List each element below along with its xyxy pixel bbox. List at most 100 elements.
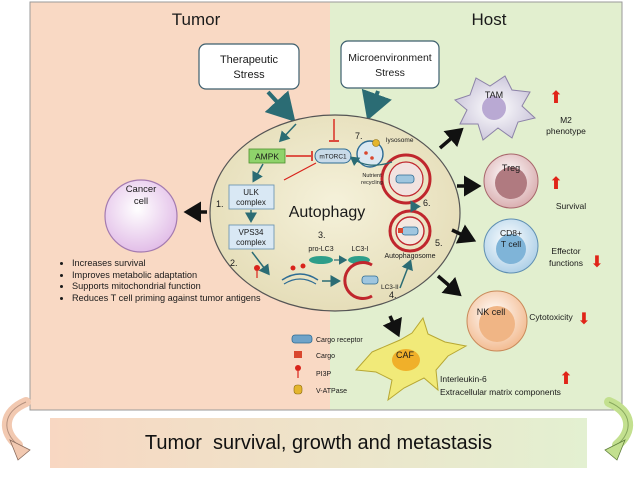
tam-label: TAM	[485, 90, 503, 100]
nk-label: NK cell	[477, 307, 506, 317]
autophagosome-label: Autophagosome	[385, 253, 436, 260]
left-curved-arrow-head	[9, 439, 31, 461]
tumor-label: Tumor	[172, 10, 221, 29]
ampk-box	[248, 148, 286, 164]
treg-nucleus	[495, 167, 527, 199]
right-curved-arrow-edge	[608, 401, 629, 446]
recycling-arrow	[349, 156, 393, 167]
lc3-1-label: LC3-I	[351, 246, 368, 253]
phagophore-membrane-inner	[283, 278, 317, 285]
step-7-label: 7.	[355, 131, 363, 141]
step-6-label: 6.	[423, 198, 431, 208]
left-curved-arrow	[1, 397, 31, 450]
tumor-effect-item: Reduces T cell priming against tumor ant…	[72, 293, 272, 305]
microenvironment-arrow	[361, 88, 392, 121]
autophagosome-cargo	[401, 226, 419, 236]
nutrient-recycling-label-2: recycling	[361, 180, 383, 186]
step-2-label: 2.	[230, 258, 238, 268]
therapeutic-stress-label-2: Stress	[233, 69, 265, 81]
outcome-band	[50, 418, 587, 468]
left-curved-arrow-edge	[6, 401, 27, 446]
vps34-complex-box	[228, 224, 275, 250]
ulk-label-2: complex	[236, 198, 266, 207]
step-4-label: 4.	[389, 290, 397, 300]
therapeutic-stress-box	[198, 43, 300, 90]
microenvironment-stress-label-2: Stress	[375, 67, 405, 79]
cancer-cell-label-2: cell	[134, 196, 148, 207]
microenvironment-stress-label-1: Microenvironment	[348, 52, 432, 64]
legend-v-atpase-icon	[293, 384, 303, 395]
vps34-to-phagophore-arrow	[251, 251, 270, 276]
legend-pi3p-icon	[295, 365, 301, 371]
phagophore-cup	[343, 261, 373, 300]
core-to-caf-arrow	[382, 315, 402, 338]
pro-lc3-label: pro-LC3	[308, 246, 333, 253]
tam-effect-2: phenotype	[546, 126, 586, 136]
treg-effect: Survival	[556, 201, 586, 211]
caf-nucleus	[392, 349, 420, 371]
autophagosome-to-autolysosome-arrow	[410, 200, 421, 213]
v-atpase-on-lysosome	[372, 139, 380, 147]
mtorc1-inhibit-line	[283, 162, 317, 181]
lysosome-label: lysosome	[386, 137, 414, 144]
vps34-label-2: complex	[236, 238, 266, 247]
right-curved-arrow-head	[604, 439, 626, 461]
cd8-nucleus	[496, 234, 526, 264]
nk-effect: Cytotoxicity	[529, 312, 573, 322]
treg-label: Treg	[502, 163, 520, 173]
stress-to-ampk-arrow	[278, 123, 297, 143]
right-curved-arrow	[604, 397, 634, 450]
host-label: Host	[472, 10, 507, 29]
lysosome	[356, 140, 384, 168]
mtorc1-box	[314, 148, 352, 164]
caf-effect-2: Extracellular matrix components	[440, 387, 561, 397]
mtorc1-label: mTORC1	[319, 154, 347, 161]
pro-lc3-shape	[309, 256, 333, 264]
ulk-label-1: ULK	[243, 188, 259, 197]
step-5-label: 5.	[435, 238, 443, 248]
therapeutic-stress-label-1: Therapeutic	[220, 54, 279, 66]
phagophore-membrane	[281, 273, 319, 281]
core-to-cd8-arrow	[451, 224, 477, 244]
step-3-label: 3.	[318, 230, 326, 240]
ampk-label: AMPK	[255, 152, 279, 162]
lc3-2-cargo	[361, 275, 379, 285]
outer-frame	[29, 1, 623, 411]
cancer-cell	[104, 179, 178, 253]
ulk-complex-box	[228, 184, 275, 210]
ampk-to-ulk-arrow	[252, 163, 264, 183]
cd8-label-2: T cell	[501, 239, 521, 249]
caf-up-arrow: ⬆	[559, 369, 573, 388]
tam-up-arrow: ⬆	[549, 88, 563, 107]
tumor-effects-list: Increases survival Improves metabolic ad…	[58, 258, 272, 304]
caf-label: CAF	[396, 350, 415, 360]
tam-nucleus	[482, 96, 506, 120]
phagophore-pi3p-2	[300, 263, 306, 269]
caf-effect-1: Interleukin-6	[440, 374, 487, 384]
legend-pi3p: PI3P	[316, 371, 332, 378]
outcome-label: Tumor survival, growth and metastasis	[144, 431, 493, 454]
legend-cargo-icon	[294, 351, 302, 358]
pi3p-head	[254, 265, 260, 271]
cd8-effect-1: Effector	[551, 246, 580, 256]
autolysosome-outer	[380, 153, 432, 205]
lc3-to-autophagosome-arrow	[399, 259, 413, 289]
legend-cargo-receptor: Cargo receptor	[316, 337, 363, 344]
cd8-label-1: CD8+	[500, 228, 522, 238]
tumor-effect-item: Increases survival	[72, 258, 272, 270]
nutrient-dot-2	[370, 156, 374, 160]
core-to-nk-arrow	[436, 274, 462, 297]
legend-cargo: Cargo	[316, 353, 335, 360]
nutrient-recycling-label-1: Nutrient	[362, 173, 382, 179]
legend-v-atpase: V-ATPase	[316, 388, 347, 395]
microenvironment-stress-box	[340, 40, 440, 89]
tam-effect-1: M2	[560, 115, 572, 125]
core-to-tam-arrow	[438, 127, 464, 150]
nk-down-arrow: ⬇	[577, 311, 590, 328]
tumor-effect-item: Improves metabolic adaptation	[72, 270, 272, 282]
vps34-label-1: VPS34	[239, 228, 264, 237]
therapeutic-arrow	[264, 90, 296, 122]
autolysosome-cargo	[395, 174, 415, 184]
nutrient-dot-1	[364, 151, 368, 155]
